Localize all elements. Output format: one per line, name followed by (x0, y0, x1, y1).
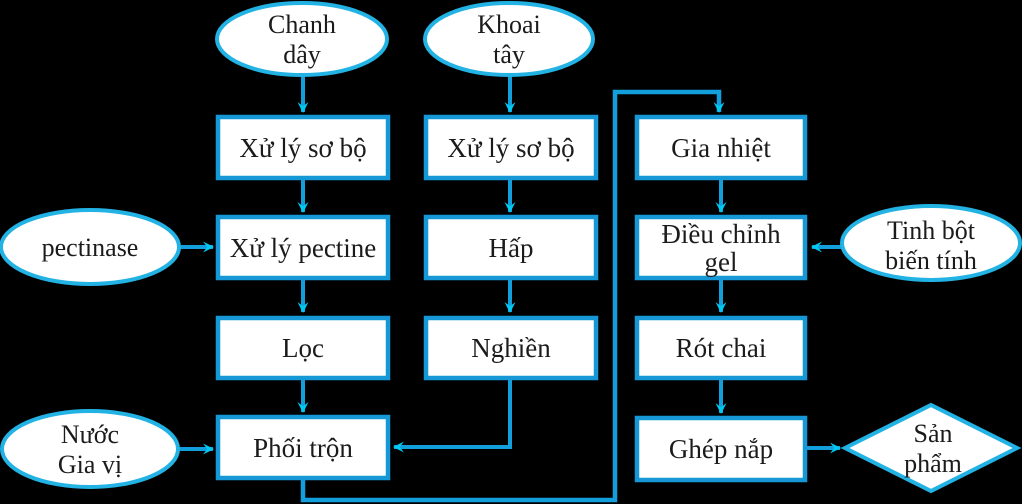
node-san-pham: Sản phẩm (840, 402, 1022, 494)
loc-label: Lọc (282, 333, 324, 363)
san-pham-diamond (840, 402, 1022, 494)
node-chanh-day: Chanh dây (215, 1, 389, 77)
dieu-chinh-gel-box (634, 214, 808, 281)
ghep-nap-label: Ghép nắp (669, 434, 773, 464)
node-xu-ly-so-bo-2: Xử lý sơ bộ (423, 114, 599, 181)
arrow-phoi-tron-to-gia-nhiet (300, 89, 725, 503)
rot-chai-box (634, 315, 808, 381)
xu-ly-pectine-label: Xử lý pectine (230, 233, 377, 263)
node-xu-ly-so-bo-1: Xử lý sơ bộ (215, 114, 391, 181)
san-pham-label-line1: Sản (914, 419, 953, 448)
node-khoai-tay: Khoai tây (423, 1, 595, 77)
node-nuoc-gia-vi: Nước Gia vị (0, 409, 180, 489)
tinh-bot-bien-tinh-ellipse (840, 204, 1022, 282)
hap-label: Hấp (489, 233, 534, 263)
node-xu-ly-pectine: Xử lý pectine (215, 214, 391, 281)
tinh-bot-label-line2: biến tính (885, 246, 977, 275)
hap-box (423, 214, 599, 281)
xu-ly-so-bo-1-box (215, 114, 391, 181)
tinh-bot-label-line1: Tinh bột (887, 216, 976, 245)
ghep-nap-box (634, 415, 808, 483)
nghien-box (423, 315, 599, 381)
dieu-chinh-gel-label-line2: gel (705, 247, 738, 277)
xu-ly-so-bo-2-label: Xử lý sơ bộ (447, 133, 574, 163)
node-phoi-tron: Phối trộn (215, 414, 391, 481)
chanh-day-label-line1: Chanh (268, 10, 336, 39)
nuoc-gia-vi-label-line1: Nước (61, 420, 119, 449)
connectors (179, 76, 842, 503)
san-pham-label-line2: phẩm (904, 449, 962, 478)
chanh-day-ellipse (215, 1, 389, 77)
nghien-label: Nghiền (471, 333, 551, 363)
loc-box (215, 315, 391, 381)
node-tinh-bot-bien-tinh: Tinh bột biến tính (840, 204, 1022, 282)
arrow-nghien-to-phoi-tron (393, 380, 512, 453)
xu-ly-so-bo-2-box (423, 114, 599, 181)
khoai-tay-label-line1: Khoai (477, 10, 541, 39)
khoai-tay-label-line2: tây (493, 40, 525, 69)
pectinase-ellipse (0, 208, 181, 286)
node-dieu-chinh-gel: Điều chỉnh gel (634, 214, 808, 281)
node-pectinase: pectinase (0, 208, 181, 286)
xu-ly-pectine-box (215, 214, 391, 281)
node-gia-nhiet: Gia nhiệt (634, 114, 808, 181)
node-loc: Lọc (215, 315, 391, 381)
chanh-day-label-line2: dây (283, 40, 321, 69)
khoai-tay-ellipse (423, 1, 595, 77)
nuoc-gia-vi-ellipse (0, 409, 180, 489)
gia-nhiet-label: Gia nhiệt (671, 133, 771, 163)
rot-chai-label: Rót chai (676, 333, 767, 363)
node-nghien: Nghiền (423, 315, 599, 381)
pectinase-label: pectinase (42, 233, 139, 262)
dieu-chinh-gel-label-line1: Điều chỉnh (661, 219, 781, 249)
node-rot-chai: Rót chai (634, 315, 808, 381)
xu-ly-so-bo-1-label: Xử lý sơ bộ (239, 133, 366, 163)
nuoc-gia-vi-label-line2: Gia vị (58, 450, 122, 479)
phoi-tron-label: Phối trộn (253, 433, 353, 463)
node-ghep-nap: Ghép nắp (634, 415, 808, 483)
node-hap: Hấp (423, 214, 599, 281)
gia-nhiet-box (634, 114, 808, 181)
phoi-tron-box (215, 414, 391, 481)
